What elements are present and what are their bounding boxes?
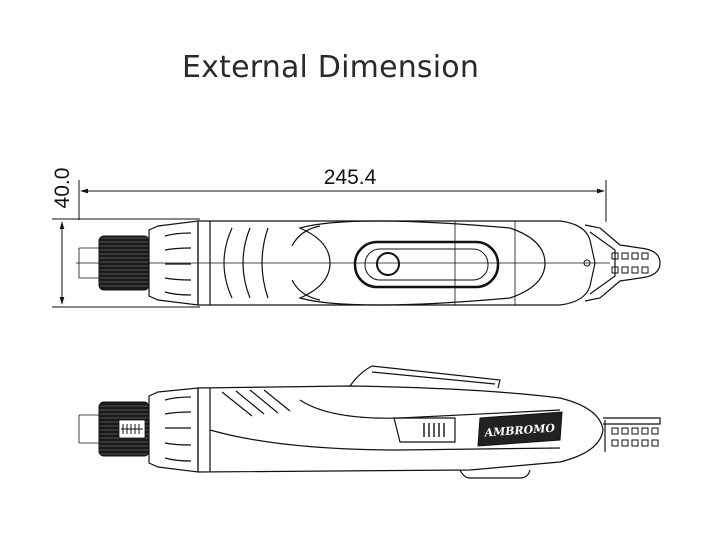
length-dimension: 245.4 (78, 166, 607, 222)
top-view (76, 220, 661, 306)
length-label: 245.4 (324, 166, 377, 189)
brand-label: AMBROMO (483, 422, 556, 440)
height-label: 40.0 (51, 168, 74, 209)
side-view: AMBROMO (78, 365, 661, 479)
diagram-title: External Dimension (182, 50, 480, 85)
height-dimension: 40.0 (51, 168, 200, 308)
